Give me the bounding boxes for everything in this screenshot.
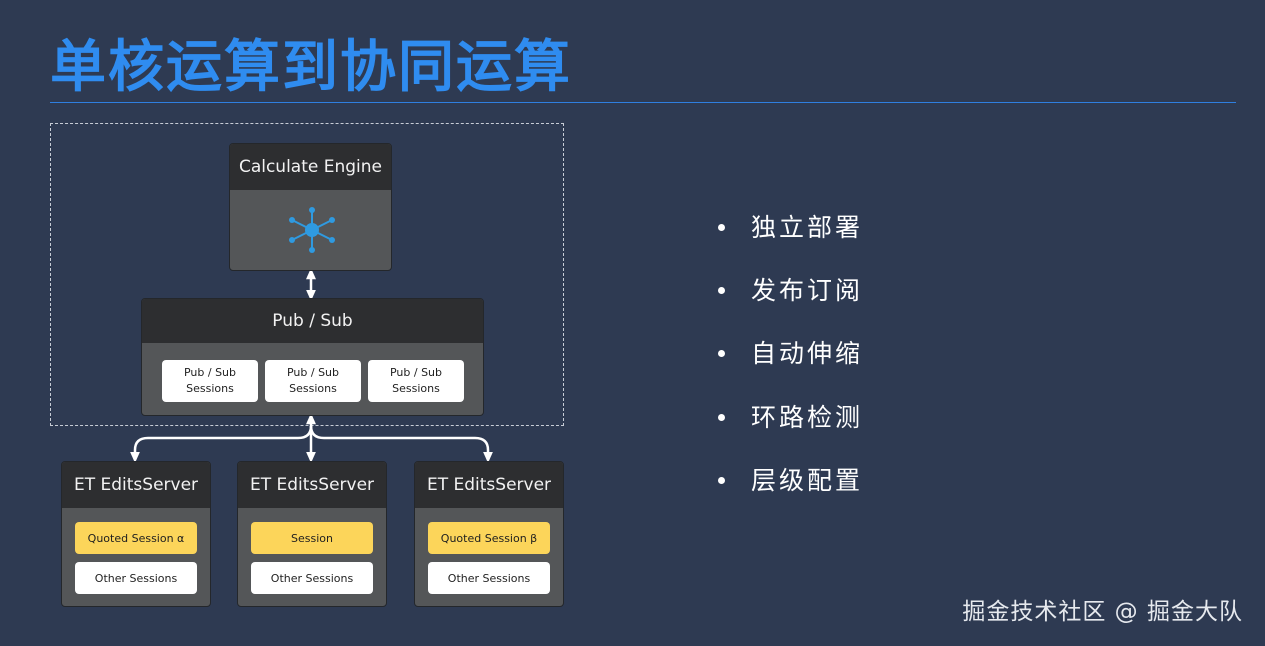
feature-item: 发布订阅 <box>718 271 863 307</box>
watermark: 掘金技术社区 @ 掘金大队 <box>962 599 1243 625</box>
feature-item: 独立部署 <box>718 208 863 244</box>
calculate-engine-box: Calculate Engine <box>229 143 392 271</box>
edits-server-1: ET EditsServer Quoted Session α Other Se… <box>61 461 211 607</box>
page-title: 单核运算到协同运算 <box>50 35 572 100</box>
feature-item: 环路检测 <box>718 398 863 434</box>
pubsub-label: Pub / Sub <box>142 299 483 343</box>
engine-label: Calculate Engine <box>230 144 391 190</box>
edits-server-2: ET EditsServer Session Other Sessions <box>237 461 387 607</box>
feature-item: 自动伸缩 <box>718 334 863 370</box>
other-sessions: Other Sessions <box>428 562 550 594</box>
session-highlight: Session <box>251 522 373 554</box>
edits-server-label: ET EditsServer <box>62 462 210 508</box>
pubsub-session-2: Pub / Sub Sessions <box>265 360 361 402</box>
pubsub-right-arrow <box>309 425 493 463</box>
other-sessions: Other Sessions <box>75 562 197 594</box>
title-divider <box>50 102 1236 103</box>
pubsub-session-3: Pub / Sub Sessions <box>368 360 464 402</box>
pubsub-session-1: Pub / Sub Sessions <box>162 360 258 402</box>
edits-server-label: ET EditsServer <box>415 462 563 508</box>
quoted-session-beta: Quoted Session β <box>428 522 550 554</box>
edits-server-label: ET EditsServer <box>238 462 386 508</box>
bullet-dot-icon <box>718 286 725 294</box>
bullet-dot-icon <box>718 349 725 357</box>
bullet-dot-icon <box>718 413 725 421</box>
pubsub-box: Pub / Sub Pub / Sub Sessions Pub / Sub S… <box>141 298 484 416</box>
bullet-dot-icon <box>718 223 725 231</box>
other-sessions: Other Sessions <box>251 562 373 594</box>
pubsub-left-arrow <box>130 425 313 463</box>
quoted-session-alpha: Quoted Session α <box>75 522 197 554</box>
bullet-dot-icon <box>718 476 725 484</box>
network-hub-icon <box>289 207 335 253</box>
feature-item: 层级配置 <box>718 461 863 497</box>
edits-server-3: ET EditsServer Quoted Session β Other Se… <box>414 461 564 607</box>
